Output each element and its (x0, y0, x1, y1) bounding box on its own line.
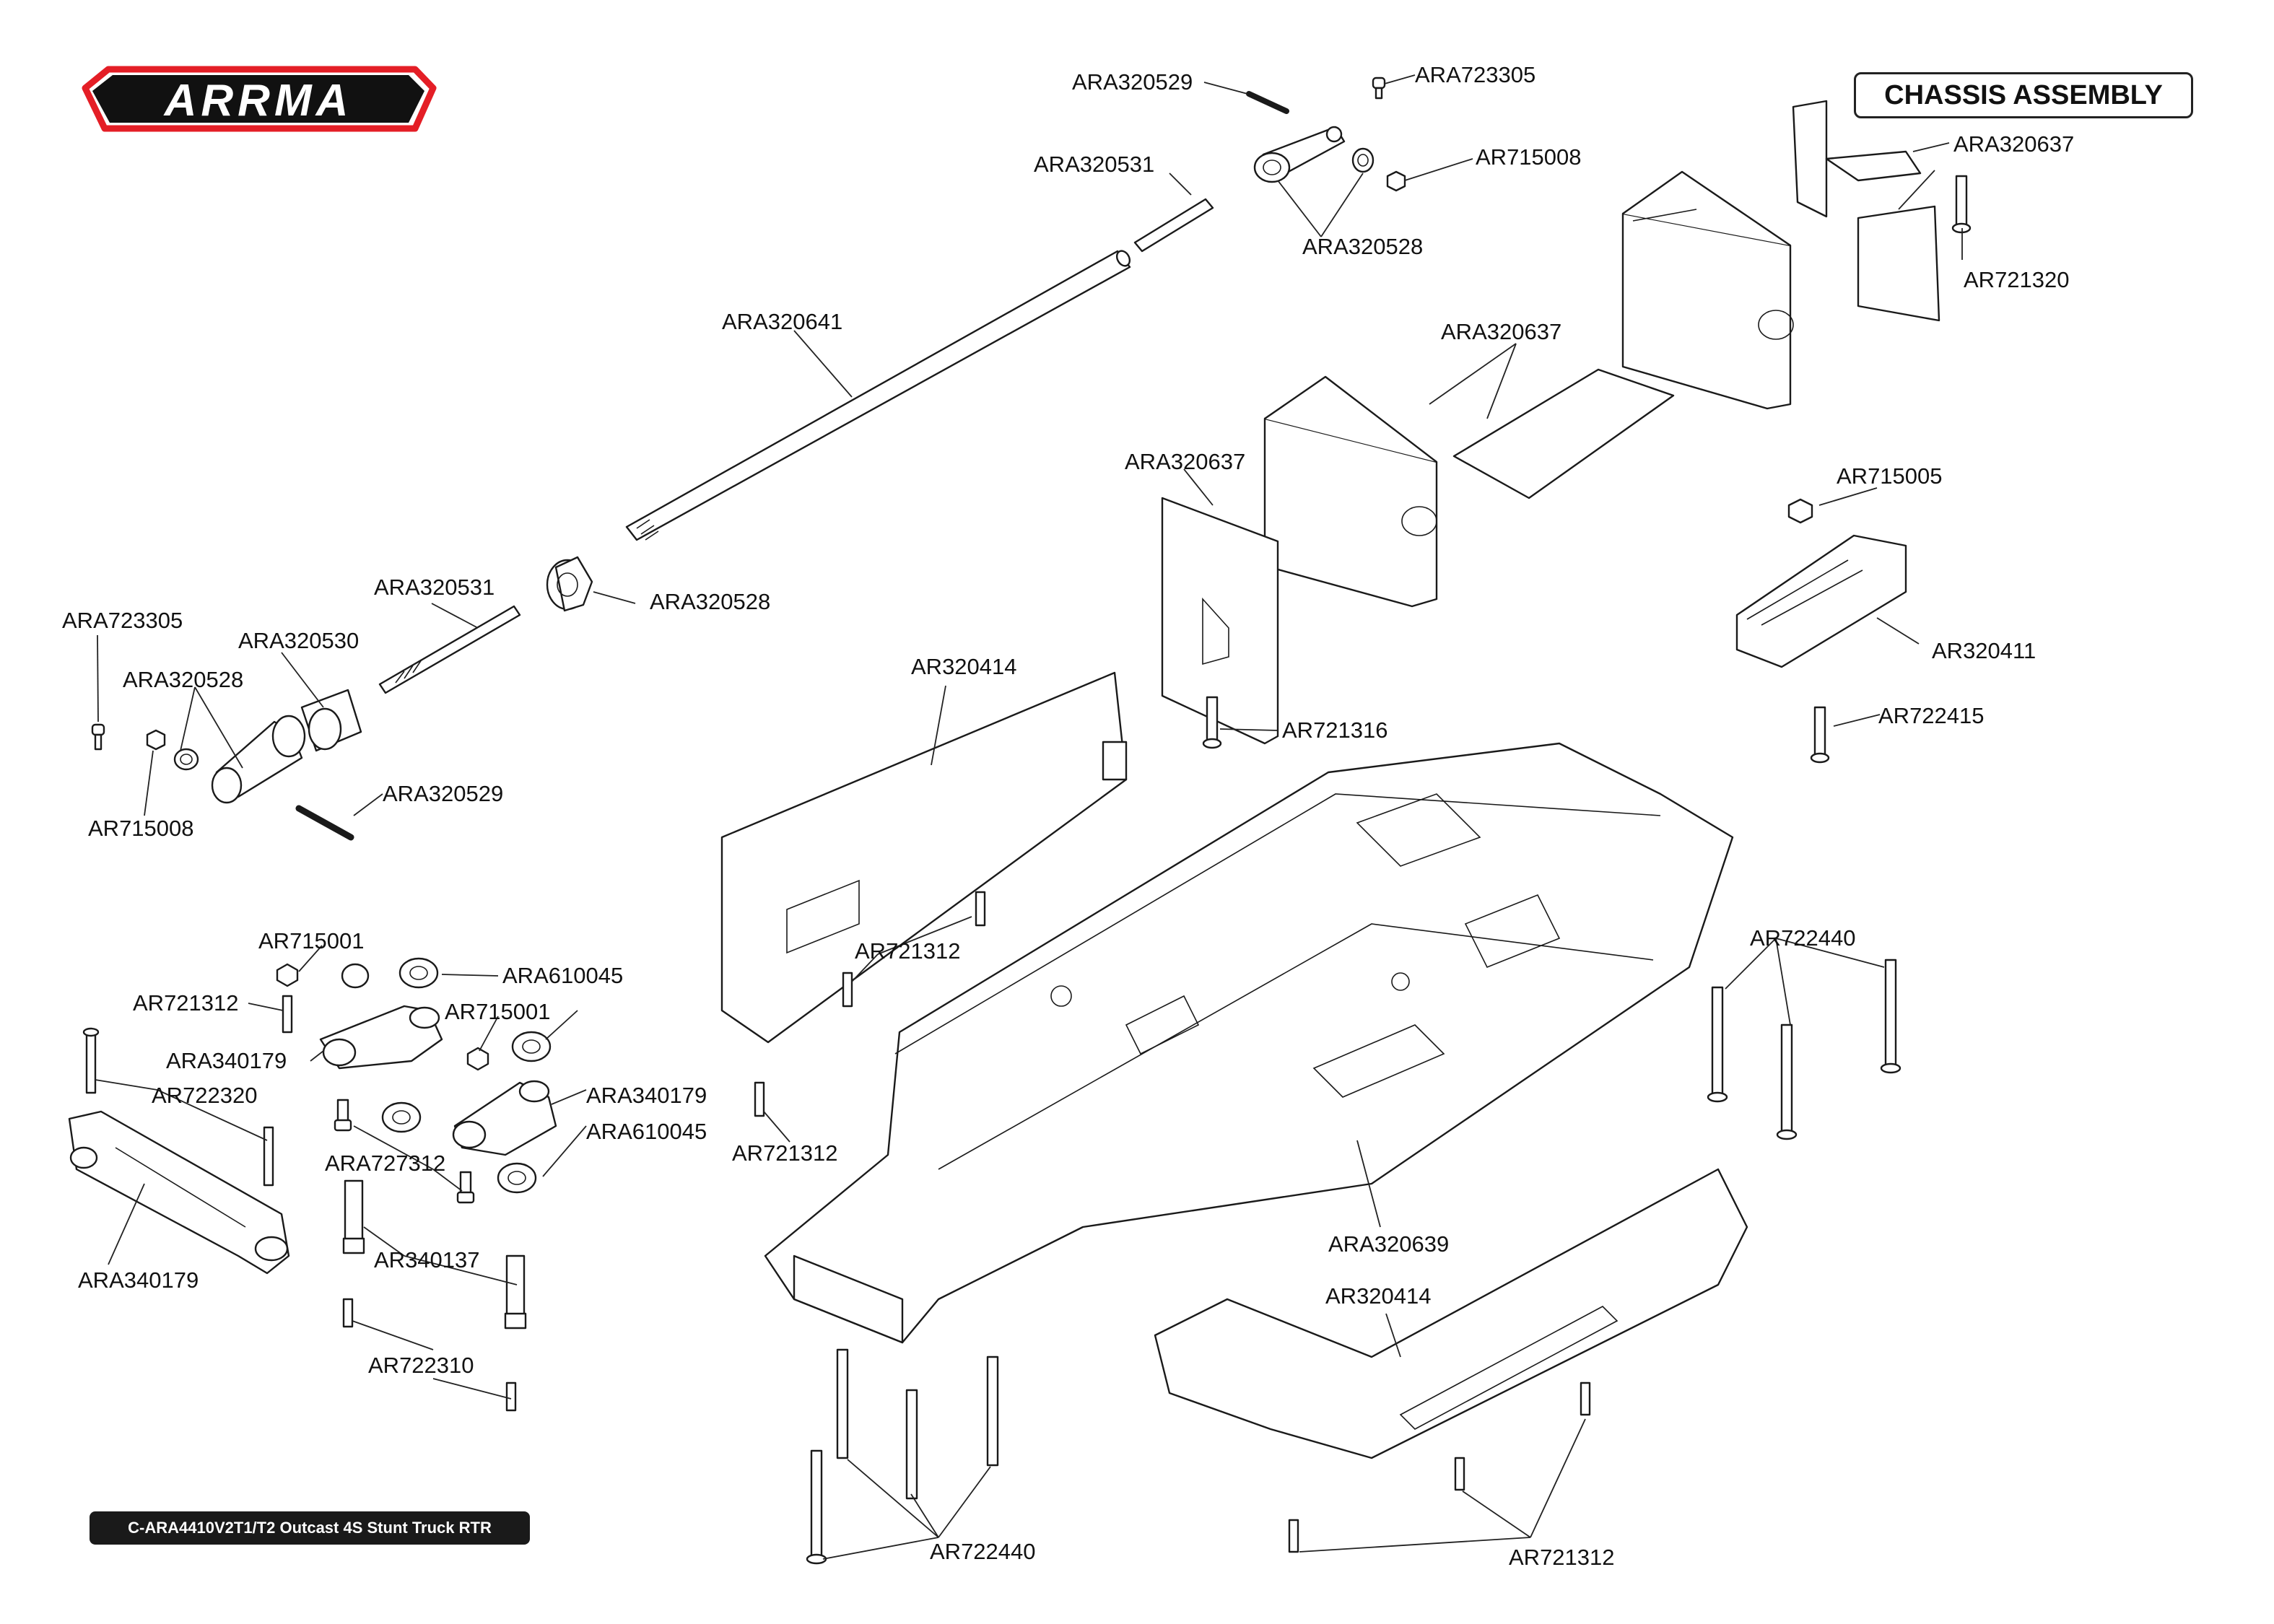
part-label: AR715001 (445, 999, 551, 1024)
part-label: AR722310 (368, 1353, 474, 1378)
gear-yoke-left (211, 715, 306, 804)
screw-ar721312-left (282, 995, 293, 1034)
part-label: ARA340179 (586, 1083, 707, 1108)
battery-clip-right (1792, 100, 1940, 322)
long-screws-ar722440-right (1707, 959, 1901, 1140)
bearing-ara610045-c (381, 1101, 422, 1133)
screw-ar721316 (1202, 696, 1222, 749)
part-label: ARA320637 (1953, 131, 2074, 157)
screw-ara727312-b (456, 1171, 475, 1204)
steering-rack (68, 1110, 290, 1275)
screw-top (1372, 77, 1386, 100)
nut-ar715005 (1787, 498, 1813, 524)
page-title: CHASSIS ASSEMBLY (1854, 72, 2193, 118)
servo-mount (1735, 534, 1907, 668)
screw-ara727312-a (334, 1099, 352, 1132)
part-label: AR721312 (732, 1140, 838, 1166)
screws-ar721312-bottom (1288, 1381, 1591, 1553)
part-label: AR715001 (258, 928, 365, 953)
nut-ar715001-a (276, 963, 299, 987)
part-label: AR721312 (1509, 1545, 1615, 1570)
screw-ar722320-b (263, 1126, 274, 1187)
part-label: AR722320 (152, 1083, 258, 1108)
part-label: AR320414 (1325, 1283, 1432, 1309)
nut-left (146, 729, 166, 751)
battery-holder-rear (1621, 170, 1794, 410)
main-chassis (764, 742, 1734, 1344)
part-label: AR715008 (1476, 144, 1582, 170)
part-label: ARA320529 (383, 781, 503, 806)
screw-ar722310-a (342, 1298, 354, 1328)
part-label: ARA723305 (1415, 62, 1535, 87)
part-label: ARA320531 (1034, 152, 1154, 177)
part-labels: ARA320529 ARA723305 ARA320531 AR715008 A… (62, 62, 2074, 1570)
part-label: ARA320530 (238, 628, 359, 653)
part-label: ARA340179 (78, 1267, 199, 1293)
part-label: AR722440 (930, 1539, 1036, 1564)
part-label: ARA320528 (650, 589, 770, 614)
long-screws-ar722440-bottom (806, 1348, 999, 1565)
bearing-ara610045-b (511, 1031, 552, 1062)
part-label: AR722440 (1750, 925, 1856, 951)
long-shaft-left (378, 605, 521, 694)
battery-clip-left (1161, 497, 1279, 745)
part-label: ARA320639 (1328, 1231, 1449, 1257)
part-label: AR320411 (1932, 638, 2036, 663)
steering-arm-lower (452, 1080, 557, 1156)
battery-holder-front (1263, 375, 1438, 608)
part-label: AR715008 (88, 816, 194, 841)
screw-left (91, 723, 105, 751)
part-label: AR721312 (855, 938, 961, 964)
part-label: ARA610045 (502, 963, 623, 988)
part-label: ARA610045 (586, 1119, 707, 1144)
part-label: ARA727312 (325, 1151, 445, 1176)
leader-lines (95, 74, 1963, 1560)
part-label: AR722415 (1878, 703, 1985, 728)
bearing-ara610045-a (398, 957, 439, 989)
side-guard-right (1154, 1168, 1748, 1459)
part-label: ARA320529 (1072, 69, 1193, 95)
center-driveshaft (625, 250, 1131, 541)
battery-foam-pad (1452, 368, 1675, 499)
post-ar340137-a (342, 1179, 365, 1254)
arrma-logo: ARRMA (82, 66, 437, 132)
nut-ar715001-b (466, 1047, 489, 1071)
screw-ar721320 (1951, 175, 1972, 234)
drive-cup-top (1253, 126, 1346, 183)
spacer-left (300, 689, 362, 752)
steering-arm-upper (319, 1005, 443, 1070)
part-label: AR721312 (133, 990, 239, 1016)
part-label: ARA320641 (722, 309, 842, 334)
part-label: ARA723305 (62, 608, 183, 633)
pin-top (1246, 91, 1289, 114)
part-label: AR721316 (1282, 717, 1388, 743)
bushing-ar715001 (341, 963, 370, 989)
screw-ar722415 (1810, 706, 1830, 764)
part-label: ARA320531 (374, 575, 495, 600)
part-label: ARA320637 (1441, 319, 1561, 344)
part-label: ARA340179 (166, 1048, 287, 1073)
post-ar340137-b (504, 1254, 527, 1330)
logo-text: ARRMA (163, 76, 353, 126)
bushing-left (173, 748, 199, 771)
part-label: ARA320528 (123, 667, 243, 692)
pinion-drive-cup (546, 556, 593, 612)
screw-ar722310-b (505, 1381, 517, 1412)
part-label: ARA320528 (1302, 234, 1423, 259)
model-footer: C-ARA4410V2T1/T2 Outcast 4S Stunt Truck … (90, 1511, 530, 1545)
bearing-ara610045-d (497, 1162, 537, 1194)
side-guard-left (720, 671, 1128, 1044)
screw-ar722320-a (82, 1027, 100, 1094)
short-driveshaft-top (1133, 198, 1214, 253)
pin-left (295, 805, 354, 841)
nut-top (1386, 170, 1406, 192)
bushing-top (1351, 147, 1375, 173)
part-label: AR715005 (1837, 463, 1943, 489)
part-label: AR340137 (374, 1247, 480, 1272)
part-label: ARA320637 (1125, 449, 1245, 474)
screws-ar721312-middle (754, 891, 986, 1117)
part-label: AR320414 (911, 654, 1017, 679)
part-label: AR721320 (1964, 267, 2070, 292)
